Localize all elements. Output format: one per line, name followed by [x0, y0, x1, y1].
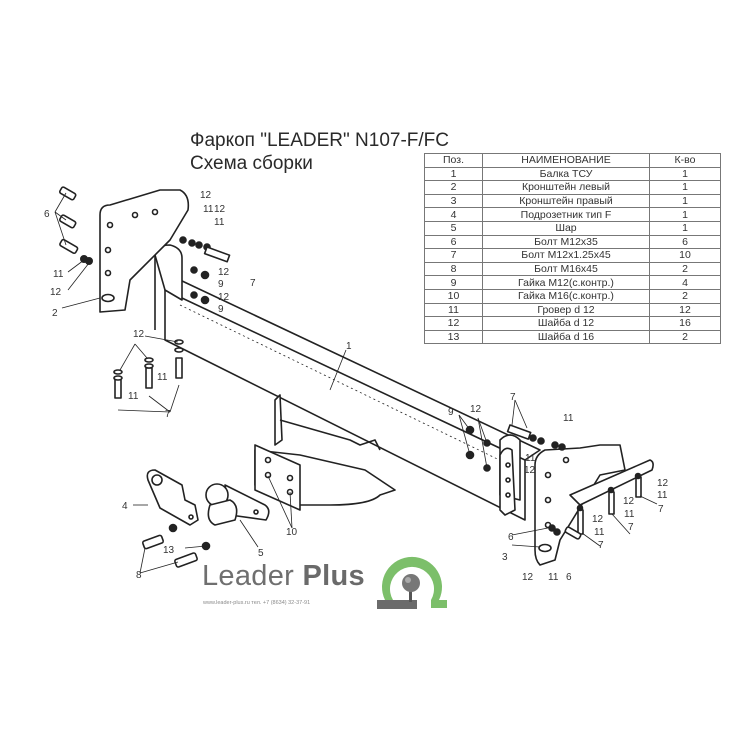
callout-7: 7: [165, 409, 171, 420]
brand-name-light: Leader: [202, 560, 303, 592]
callout-4: 4: [122, 501, 128, 512]
callout-12: 12: [50, 287, 62, 298]
callout-6: 6: [508, 532, 514, 543]
callout-3: 3: [502, 552, 508, 563]
callout-7: 7: [510, 392, 516, 403]
callout-12: 12: [218, 292, 230, 303]
callout-12: 12: [214, 204, 226, 215]
callout-6: 6: [44, 209, 50, 220]
callout-11: 11: [128, 391, 139, 402]
callout-12: 12: [524, 465, 536, 476]
callout-13: 13: [163, 545, 175, 556]
bottom-bolts-drawing: [141, 523, 211, 568]
callout-7: 7: [598, 540, 604, 551]
callout-11: 11: [624, 509, 635, 520]
callout-9: 9: [218, 279, 224, 290]
callout-5: 5: [258, 548, 264, 559]
callout-12: 12: [522, 572, 534, 583]
callout-2: 2: [52, 308, 58, 319]
callout-12: 12: [592, 514, 604, 525]
callout-11: 11: [563, 413, 574, 424]
callout-11: 11: [214, 217, 225, 228]
callout-11: 11: [594, 527, 605, 538]
callout-11: 11: [203, 204, 214, 215]
left-bracket-drawing: [99, 189, 190, 313]
callout-12: 12: [133, 329, 145, 340]
socket-plate-drawing: [146, 469, 199, 526]
page-subtitle: Схема сборки: [190, 153, 313, 174]
brand-contacts: www.leader-plus.ru тел. +7 (8634) 32-37-…: [203, 600, 311, 606]
vertical-bolts-left-drawing: [113, 339, 184, 399]
callout-12: 12: [623, 496, 635, 507]
hitch-bracket-drawing: [254, 394, 396, 511]
cell-qty: 2: [649, 329, 721, 345]
callout-1: 1: [346, 341, 352, 352]
callout-10: 10: [286, 527, 298, 538]
brand-name: Leader Plus: [202, 560, 365, 593]
callout-11: 11: [525, 453, 536, 464]
callout-11: 11: [548, 572, 559, 583]
callout-11: 11: [53, 269, 64, 280]
callout-7: 7: [628, 522, 634, 533]
callout-7: 7: [658, 504, 664, 515]
leader-lines: [54, 192, 658, 574]
left-bolts-drawing: [59, 186, 231, 305]
callout-9: 9: [218, 304, 224, 315]
page-title: Фаркоп "LEADER" N107-F/FC: [190, 130, 449, 151]
callout-8: 8: [136, 570, 142, 581]
callout-7: 7: [250, 278, 256, 289]
callout-labels: 6 11 12 2 12 11 12 11 7 12 9 12 9 1 12 1…: [44, 190, 669, 583]
ball-drawing: [205, 483, 270, 526]
leader-plus-logo-icon: [377, 556, 447, 609]
callout-9: 9: [448, 407, 454, 418]
right-fasteners-drawing: [465, 424, 642, 540]
callout-11: 11: [157, 372, 168, 383]
cell-name: Шайба d 16: [482, 329, 650, 345]
callout-11: 11: [657, 490, 668, 501]
callout-6: 6: [566, 572, 572, 583]
callout-12: 12: [657, 478, 669, 489]
callout-12: 12: [218, 267, 230, 278]
cell-qty: 1: [649, 220, 721, 236]
table-header-row: Поз. НАИМЕНОВАНИЕ К-во: [424, 153, 721, 168]
callout-12: 12: [200, 190, 212, 201]
callout-12: 12: [470, 404, 482, 415]
brand-name-bold: Plus: [302, 560, 365, 592]
